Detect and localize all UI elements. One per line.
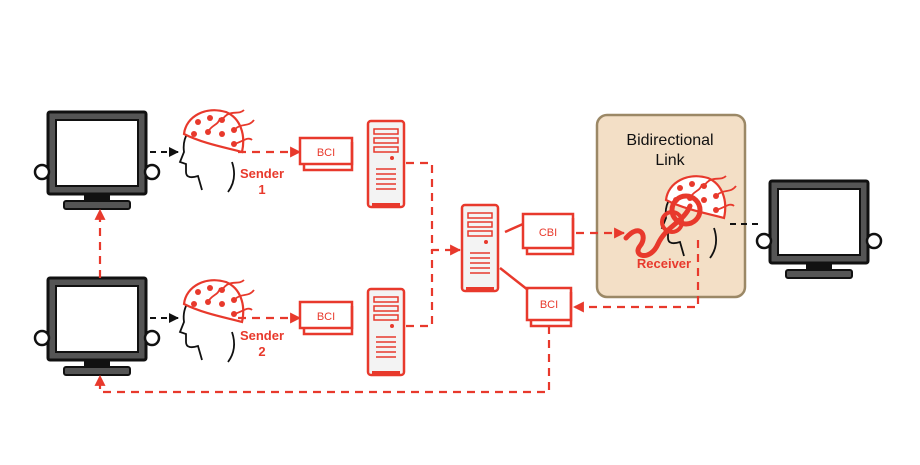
bci-box-top: BCI: [298, 136, 354, 172]
bci-box-bottom: BCI: [298, 300, 354, 336]
head-icon: [178, 278, 256, 364]
sender2-label: Sender: [240, 328, 284, 343]
link-title-line1: Bidirectional: [626, 132, 713, 149]
bci-box-right: BCI: [525, 286, 573, 328]
flow-arrow: [406, 161, 462, 256]
sender1-label: Sender: [240, 166, 284, 181]
bci-bottom-label: BCI: [317, 311, 335, 323]
bci-right-label: BCI: [540, 299, 558, 311]
receiver-label: Receiver: [637, 256, 691, 271]
link-title-line2: Link: [655, 152, 685, 169]
sender1-number: 1: [258, 182, 265, 197]
bci-top-label: BCI: [317, 147, 335, 159]
receiver-head: [623, 174, 738, 260]
cbi-box: CBI: [521, 212, 575, 256]
flow-arrow: [406, 250, 434, 328]
computer-tower-icon: [366, 119, 406, 210]
monitor-icon: [755, 179, 883, 280]
computer-tower-icon: [460, 203, 500, 294]
computer-tower-icon: [366, 287, 406, 378]
monitor-icon: [33, 276, 161, 377]
flow-arrow: [94, 326, 551, 394]
monitor-icon: [33, 110, 161, 211]
sender2-number: 2: [258, 344, 265, 359]
tms-coil-icon: [623, 203, 693, 258]
cbi-label: CBI: [539, 227, 557, 239]
